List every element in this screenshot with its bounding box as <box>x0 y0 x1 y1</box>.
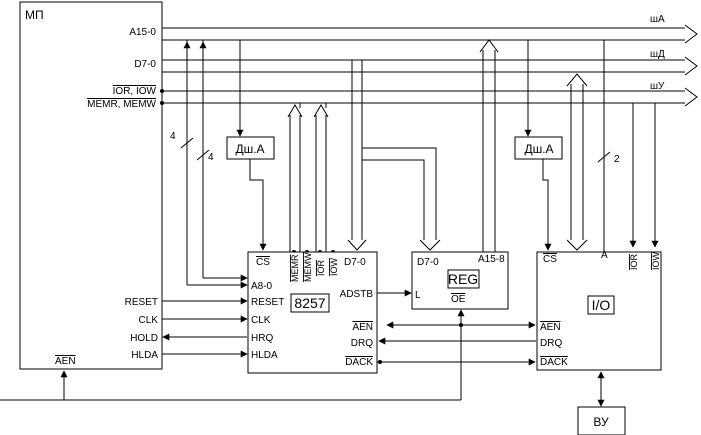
mp-memr-memw-label: MEMR, MEMW <box>87 99 156 110</box>
mp-ior-iow-label: IOR, IOW <box>113 86 157 97</box>
io-address-line: 2 <box>597 40 620 252</box>
ext-hold-label: HOLD <box>130 333 158 344</box>
decoder-left: Дш.А <box>226 40 275 251</box>
mp-a15-0-label: A15-0 <box>129 27 156 38</box>
io-ior-label: IOR <box>629 253 639 270</box>
addr-width-4a: 4 <box>170 131 176 142</box>
io-cs-label: CS <box>543 254 557 265</box>
dma-hrq-label: HRQ <box>251 333 273 344</box>
dma-aen-label: AEN <box>352 322 373 333</box>
dma-controller-block: CS MEMR MEMW IOR IOW D7-0 A8-0 RESET CLK… <box>247 251 378 374</box>
decoder-right-label: Дш.А <box>524 142 553 156</box>
io-aen-label: AEN <box>540 322 561 333</box>
external-device: ВУ <box>577 371 626 435</box>
ext-hlda-label: HLDA <box>131 350 158 361</box>
address-bus-label: шА <box>650 14 665 25</box>
dma-clk-label: CLK <box>251 315 271 326</box>
aen-bus-line <box>0 309 536 401</box>
dma-hlda-label: HLDA <box>251 350 278 361</box>
dma-dack-label: DACK <box>345 357 373 368</box>
io-block: CS A IOR IOW I/O AEN DRQ DACK <box>536 250 662 371</box>
dma-memr-label: MEMR <box>290 254 300 282</box>
decoder-right: Дш.А <box>514 40 563 251</box>
ext-reset-label: RESET <box>125 297 158 308</box>
io-addr-width: 2 <box>614 154 620 165</box>
io-control-lines <box>629 103 659 248</box>
dma-memw-drop <box>313 104 329 252</box>
reg-a15-8-label: A15-8 <box>478 254 505 265</box>
dma-memw-label: MEMW <box>303 252 313 282</box>
dma-d7-0-label: D7-0 <box>344 257 366 268</box>
dma-external-signals: RESET CLK HOLD HLDA <box>125 297 248 361</box>
external-device-label: ВУ <box>593 415 609 429</box>
dma-iow-label: IOW <box>329 257 339 276</box>
reg-title: REG <box>448 271 478 287</box>
io-a-label: A <box>601 250 608 261</box>
reg-oe-label: OE <box>451 294 466 305</box>
addr-lines-a8-0: 4 4 <box>170 40 248 289</box>
reg-l-label: L <box>415 290 421 301</box>
io-data-drop <box>566 73 588 251</box>
mp-title: МП <box>25 8 44 22</box>
dma-adstb-label: ADSTB <box>340 289 374 300</box>
reg-block: D7-0 A15-8 REG L OE <box>411 251 509 310</box>
dma-reset-label: RESET <box>251 297 284 308</box>
address-bus: шА <box>162 14 698 44</box>
dma-a8-0-label: A8-0 <box>251 281 273 292</box>
mp-d7-0-label: D7-0 <box>134 59 156 70</box>
control-bus: шУ <box>160 81 698 107</box>
io-drq-label: DRQ <box>540 338 562 349</box>
data-bus: шД <box>162 49 698 76</box>
dma-drq-label: DRQ <box>351 338 373 349</box>
data-bus-label: шД <box>650 49 665 60</box>
dma-cs-label: CS <box>256 257 270 268</box>
io-title: I/O <box>592 297 611 313</box>
control-bus-label: шУ <box>650 81 665 92</box>
mp-aen-label: AEN <box>55 356 76 367</box>
dma-chip-label: 8257 <box>294 295 325 311</box>
reg-d7-0-label: D7-0 <box>417 257 439 268</box>
io-dack-label: DACK <box>540 357 568 368</box>
dma-memr-drop <box>287 104 303 252</box>
reg-data-drop <box>351 60 441 251</box>
reg-addr-rise <box>479 39 499 252</box>
dma-control-drops <box>287 103 335 254</box>
dma-ior-label: IOR <box>316 259 326 276</box>
decoder-left-label: Дш.А <box>235 142 264 156</box>
dma-data-drop <box>347 60 367 251</box>
ext-clk-label: CLK <box>139 315 159 326</box>
mp-block: МП A15-0 D7-0 IOR, IOW MEMR, MEMW AEN <box>19 1 163 370</box>
io-iow-label: IOW <box>651 251 661 270</box>
addr-width-4b: 4 <box>208 152 214 163</box>
dack-line <box>377 358 536 366</box>
